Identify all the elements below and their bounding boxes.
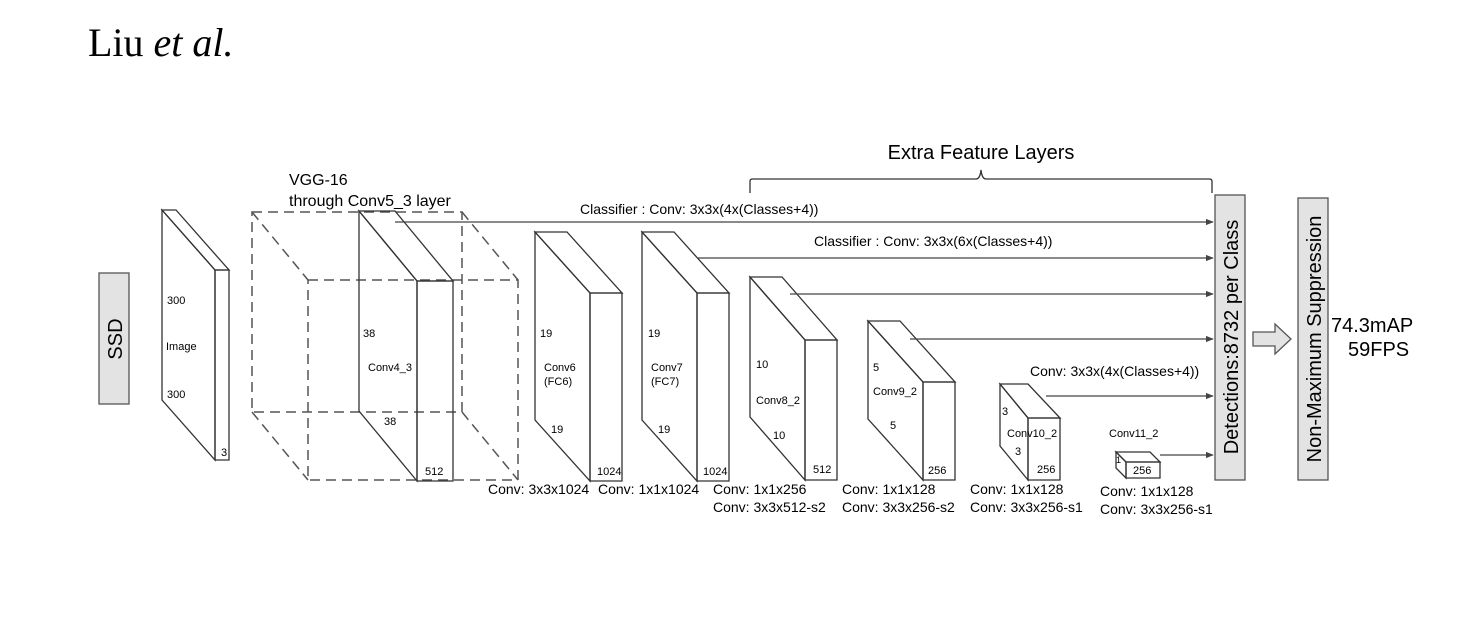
conv9-2-channels: 256 <box>928 465 946 477</box>
conv11-2-op2: Conv: 3x3x256-s1 <box>1100 501 1213 517</box>
author-etal: et al. <box>154 20 234 65</box>
author-name: Liu <box>88 20 154 65</box>
conv11-2-channels: 256 <box>1133 465 1151 477</box>
vgg-label-line2: through Conv5_3 layer <box>289 193 452 210</box>
conv8-2-op1: Conv: 1x1x256 <box>713 481 807 497</box>
conv10-2-op2: Conv: 3x3x256-s1 <box>970 499 1083 515</box>
conv7-op: Conv: 1x1x1024 <box>598 481 699 497</box>
conv8-2-channels: 512 <box>813 464 831 476</box>
conv11-2-height: 1 <box>1116 455 1121 465</box>
conv8-2-op2: Conv: 3x3x512-s2 <box>713 499 826 515</box>
conv9-2-block: 5 Conv9_2 5 256 <box>866 319 957 482</box>
image-block: 300 Image 300 3 <box>160 208 231 462</box>
block-arrow-icon <box>1252 322 1292 356</box>
extra-feature-layers-brace <box>749 169 1213 193</box>
conv6-label: Conv6 <box>544 362 576 374</box>
vgg-dashed-cube <box>251 211 519 481</box>
conv6-width: 19 <box>551 424 563 436</box>
conv8-2-width: 10 <box>773 430 785 442</box>
author-line: Liu et al. <box>88 20 234 65</box>
conv9-2-height: 5 <box>873 362 879 374</box>
conv4-3-width: 38 <box>384 416 396 428</box>
conv9-2-width: 5 <box>890 420 896 432</box>
conv7-sublabel: (FC7) <box>651 376 679 388</box>
conv4-3-block: 38 Conv4_3 38 512 <box>357 209 455 483</box>
conv4-3-label: Conv4_3 <box>368 362 412 374</box>
conv10-2-width: 3 <box>1015 446 1021 458</box>
detections-label: Detections:8732 per Class <box>1221 220 1243 455</box>
conv10-2-op1: Conv: 1x1x128 <box>970 481 1064 497</box>
conv4-3-channels: 512 <box>425 466 443 478</box>
conv9-2-op1: Conv: 1x1x128 <box>842 481 936 497</box>
ssd-label: SSD <box>105 318 127 359</box>
image-channels: 3 <box>221 447 227 459</box>
conv8-2-block: 10 Conv8_2 10 512 <box>748 275 839 482</box>
result-map: 74.3mAP <box>1331 315 1413 337</box>
conv8-2-label: Conv8_2 <box>756 395 800 407</box>
conv9-2-op2: Conv: 3x3x256-s2 <box>842 499 955 515</box>
classifier-label-1: Classifier : Conv: 3x3x(4x(Classes+4)) <box>580 201 818 217</box>
conv8-2-height: 10 <box>756 359 768 371</box>
conv6-height: 19 <box>540 328 552 340</box>
ssd-box: SSD <box>98 272 130 405</box>
conv7-height: 19 <box>648 328 660 340</box>
conv7-width: 19 <box>658 424 670 436</box>
detections-box: Detections:8732 per Class <box>1214 194 1246 481</box>
image-width: 300 <box>167 389 185 401</box>
conv7-label: Conv7 <box>651 362 683 374</box>
result-fps: 59FPS <box>1348 339 1409 361</box>
conv11-2-block: Conv11_2 1 256 <box>1109 428 1162 480</box>
conv9-2-label: Conv9_2 <box>873 386 917 398</box>
conv10-2-label: Conv10_2 <box>1007 428 1057 440</box>
conv11-2-label: Conv11_2 <box>1109 428 1158 440</box>
conv11-2-op1: Conv: 1x1x128 <box>1100 483 1194 499</box>
conv10-2-block: 3 Conv10_2 3 256 <box>998 382 1062 482</box>
extra-feature-layers-label: Extra Feature Layers <box>888 142 1075 164</box>
classifier-label-2: Classifier : Conv: 3x3x(6x(Classes+4)) <box>814 233 1052 249</box>
conv6-op: Conv: 3x3x1024 <box>488 481 589 497</box>
conv10-2-height: 3 <box>1002 406 1008 418</box>
image-label: Image <box>166 341 197 353</box>
conv7-channels: 1024 <box>703 466 727 478</box>
conv10-2-channels: 256 <box>1037 464 1055 476</box>
nms-label: Non-Maximum Suppression <box>1304 216 1326 463</box>
conv6-sublabel: (FC6) <box>544 376 572 388</box>
conv6-channels: 1024 <box>597 466 621 478</box>
classifier-label-3: Conv: 3x3x(4x(Classes+4)) <box>1030 363 1199 379</box>
conv6-block: 19 Conv6 (FC6) 19 1024 <box>533 230 624 483</box>
conv-op-labels: Conv: 3x3x1024 Conv: 1x1x1024 Conv: 1x1x… <box>488 481 1213 517</box>
image-height: 300 <box>167 295 185 307</box>
classifier-arrows <box>395 218 1214 459</box>
nms-box: Non-Maximum Suppression <box>1297 197 1329 481</box>
vgg-label-line1: VGG-16 <box>289 172 348 189</box>
conv4-3-height: 38 <box>363 328 375 340</box>
conv7-block: 19 Conv7 (FC7) 19 1024 <box>640 230 731 483</box>
